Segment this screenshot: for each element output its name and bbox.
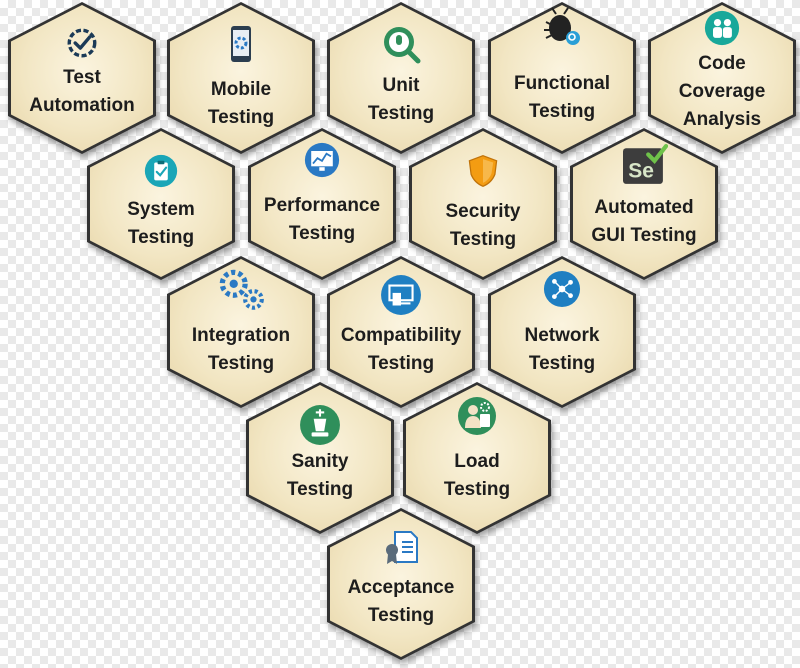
user-gear-icon — [458, 397, 496, 435]
hex-label: Code Coverage Analysis — [678, 53, 766, 130]
hex-test-automation: Test Automation — [8, 2, 156, 154]
hex-compatibility-testing: Compatibility Testing — [327, 256, 475, 408]
hex-code-coverage-analysis: Code Coverage Analysis — [648, 2, 796, 154]
hex-sanity-testing: Sanity Testing — [246, 382, 394, 534]
hex-label: Integration Testing — [191, 325, 291, 374]
selenium-icon: Se — [623, 144, 668, 184]
hex-system-testing: System Testing — [87, 128, 235, 280]
hex-integration-testing: Integration Testing — [167, 256, 315, 408]
chess-king-icon — [300, 405, 340, 445]
hex-label: Unit Testing — [367, 75, 435, 124]
hex-security-testing: Security Testing — [409, 128, 557, 280]
mobile-phone-icon — [231, 26, 251, 62]
hex-label: Mobile Testing — [207, 79, 275, 128]
magnifier-bug-icon — [384, 27, 421, 64]
hex-unit-testing: Unit Testing — [327, 2, 475, 154]
hex-mobile-testing: Mobile Testing — [167, 2, 315, 154]
hex-label: Compatibility Testing — [340, 325, 462, 374]
hex-label: Performance Testing — [263, 195, 381, 244]
hex-label: Sanity Testing — [286, 451, 354, 500]
hex-functional-testing: Functional Testing — [488, 2, 636, 154]
hex-label: Network Testing — [524, 325, 600, 374]
people-icon — [704, 10, 740, 46]
certificate-icon — [386, 531, 418, 564]
network-nodes-icon — [543, 270, 581, 308]
hex-label: Automated GUI Testing — [591, 197, 697, 246]
hex-automated-gui-testing: Se Automated GUI Testing — [570, 128, 718, 280]
bug-search-icon — [544, 7, 580, 45]
gears-icon — [219, 269, 264, 310]
hex-label: Functional Testing — [513, 73, 611, 122]
svg-text:Se: Se — [628, 160, 654, 183]
hex-label: Acceptance Testing — [347, 577, 455, 626]
chart-monitor-icon — [304, 142, 340, 178]
shield-icon — [468, 155, 498, 187]
hex-performance-testing: Performance Testing — [248, 128, 396, 280]
hex-network-testing: Network Testing — [488, 256, 636, 408]
clipboard-check-icon — [144, 154, 178, 188]
gauge-check-icon — [67, 28, 97, 58]
hex-acceptance-testing: Acceptance Testing — [327, 508, 475, 660]
hex-label: Security Testing — [445, 201, 521, 250]
devices-icon — [381, 275, 421, 315]
hex-label: Load Testing — [443, 451, 511, 500]
hex-label: Test Automation — [29, 67, 135, 116]
hex-label: System Testing — [127, 199, 195, 248]
hex-load-testing: Load Testing — [403, 382, 551, 534]
